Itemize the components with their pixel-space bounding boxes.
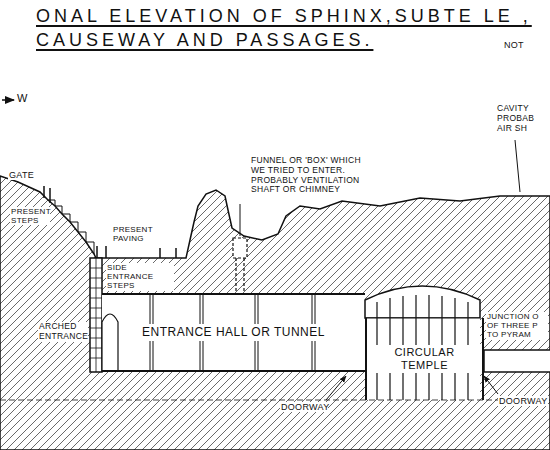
shaft-brickwork — [90, 258, 102, 372]
junction-note: JUNCTION O OF THREE P TO PYRAM — [486, 312, 548, 340]
passage-walls — [480, 350, 550, 372]
steps-label: PRESENT STEPS — [10, 207, 50, 225]
funnel-note: FUNNEL OR 'BOX' WHICH WE TRIED TO ENTER.… — [250, 156, 374, 195]
tunnel-hall: ENTRANCE HALL OR TUNNEL — [102, 293, 365, 372]
circular-temple: CIRCULAR TEMPLE — [365, 318, 484, 400]
temple-dome — [365, 286, 480, 318]
passage — [480, 350, 550, 372]
paving-label: PRESENT PAVING — [112, 225, 158, 243]
west-arrow — [2, 99, 14, 101]
present-steps — [48, 200, 94, 254]
arched-entrance — [102, 314, 118, 372]
entrance-label: ARCHED ENTRANCE — [38, 322, 88, 342]
doorway-leader — [484, 376, 498, 394]
note-label: NOT — [503, 40, 545, 50]
ventilation-funnel — [233, 238, 247, 293]
funnel-leader — [240, 204, 241, 236]
tunnel-cavity — [102, 293, 365, 372]
gate-label: GATE — [8, 170, 44, 180]
paving-posts — [97, 246, 176, 258]
title: ONAL ELEVATION OF SPHINX,SUBTE LE , CAUS… — [36, 4, 541, 53]
rock-profile — [0, 176, 550, 450]
side-entrance-shaft — [90, 258, 102, 372]
steps-label: SIDE ENTRANCE STEPS — [106, 263, 174, 291]
cavity-leader — [515, 140, 520, 192]
node-label: CIRCULAR TEMPLE — [367, 345, 482, 373]
doorway-leader — [326, 376, 346, 400]
compass-label: W — [16, 92, 34, 105]
floor-line — [0, 400, 550, 401]
node-label: ENTRANCE HALL OR TUNNEL — [139, 324, 328, 340]
doorway-label: DOORWAY — [280, 402, 328, 412]
doorway-label: DOORWAY — [498, 396, 548, 406]
cavity-note: CAVITY PROBAB AIR SH — [496, 104, 548, 133]
